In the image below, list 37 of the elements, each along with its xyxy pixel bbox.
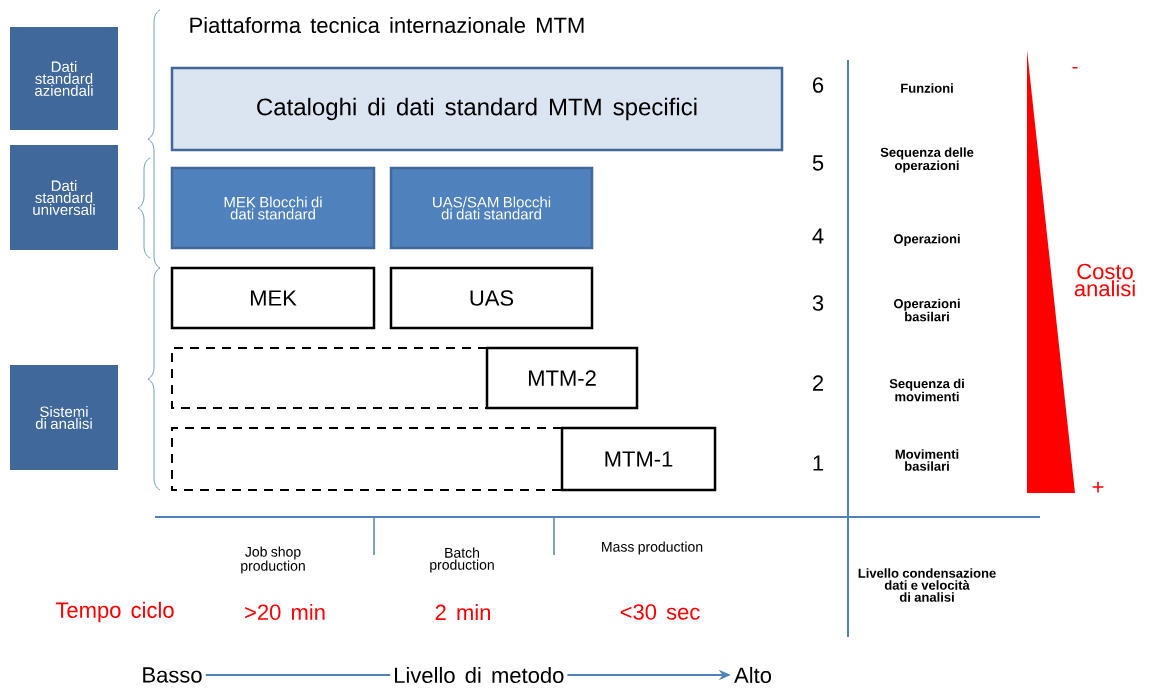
sign-label: +	[1092, 481, 1104, 493]
axis-caption: Livello condensazione dati e velocità di analisi	[858, 568, 996, 602]
level-number: 6	[813, 77, 824, 93]
cycle-time-label: Tempo ciclo	[55, 601, 174, 623]
level-number: 4	[812, 228, 824, 244]
cycle-time-value: <30 sec	[620, 604, 700, 620]
cycle-time-value: 2 min	[435, 604, 490, 620]
scale-end-label: Basso	[143, 667, 202, 683]
cycle-time-value: >20 min	[245, 603, 325, 621]
data-block-box: MEK Blocchi di dati standard	[170, 166, 376, 250]
system-box: MTM-2	[485, 346, 639, 410]
level-number: 5	[812, 155, 824, 171]
category-box: Dati standard aziendali	[10, 27, 118, 130]
system-box: MTM-1	[560, 426, 717, 492]
data-block-box: UAS/SAM Blocchi di dati standard	[389, 166, 594, 250]
production-label: Batch production	[430, 547, 494, 573]
level-number: 3	[812, 295, 824, 311]
level-name: Operazioni basilari	[893, 298, 960, 322]
level-name: Sequenza delle operazioni	[880, 147, 974, 173]
level-number: 1	[813, 455, 824, 471]
level-name: Operazioni	[893, 233, 960, 247]
production-label: Job shop production	[241, 546, 305, 574]
system-box: UAS	[389, 266, 594, 330]
production-label: Mass production	[602, 541, 703, 555]
scale-end-label: Alto	[734, 666, 772, 684]
catalog-box: Cataloghi di dati standard MTM specifici	[170, 66, 784, 152]
category-box: Sistemi di analisi	[10, 365, 118, 470]
title: Piattaforma tecnica internazionale MTM	[190, 16, 584, 34]
level-name: Movimenti basilari	[895, 449, 959, 471]
level-number: 2	[813, 375, 824, 391]
category-box: Dati standard universali	[10, 145, 118, 250]
level-name: Sequenza di movimenti	[889, 378, 964, 402]
level-name: Funzioni	[901, 83, 953, 93]
sign-label: -	[1072, 66, 1078, 69]
system-box: MEK	[170, 266, 376, 330]
cost-label: Costo analisi	[1074, 263, 1135, 297]
edge-label: Livello di metodo	[390, 663, 568, 687]
